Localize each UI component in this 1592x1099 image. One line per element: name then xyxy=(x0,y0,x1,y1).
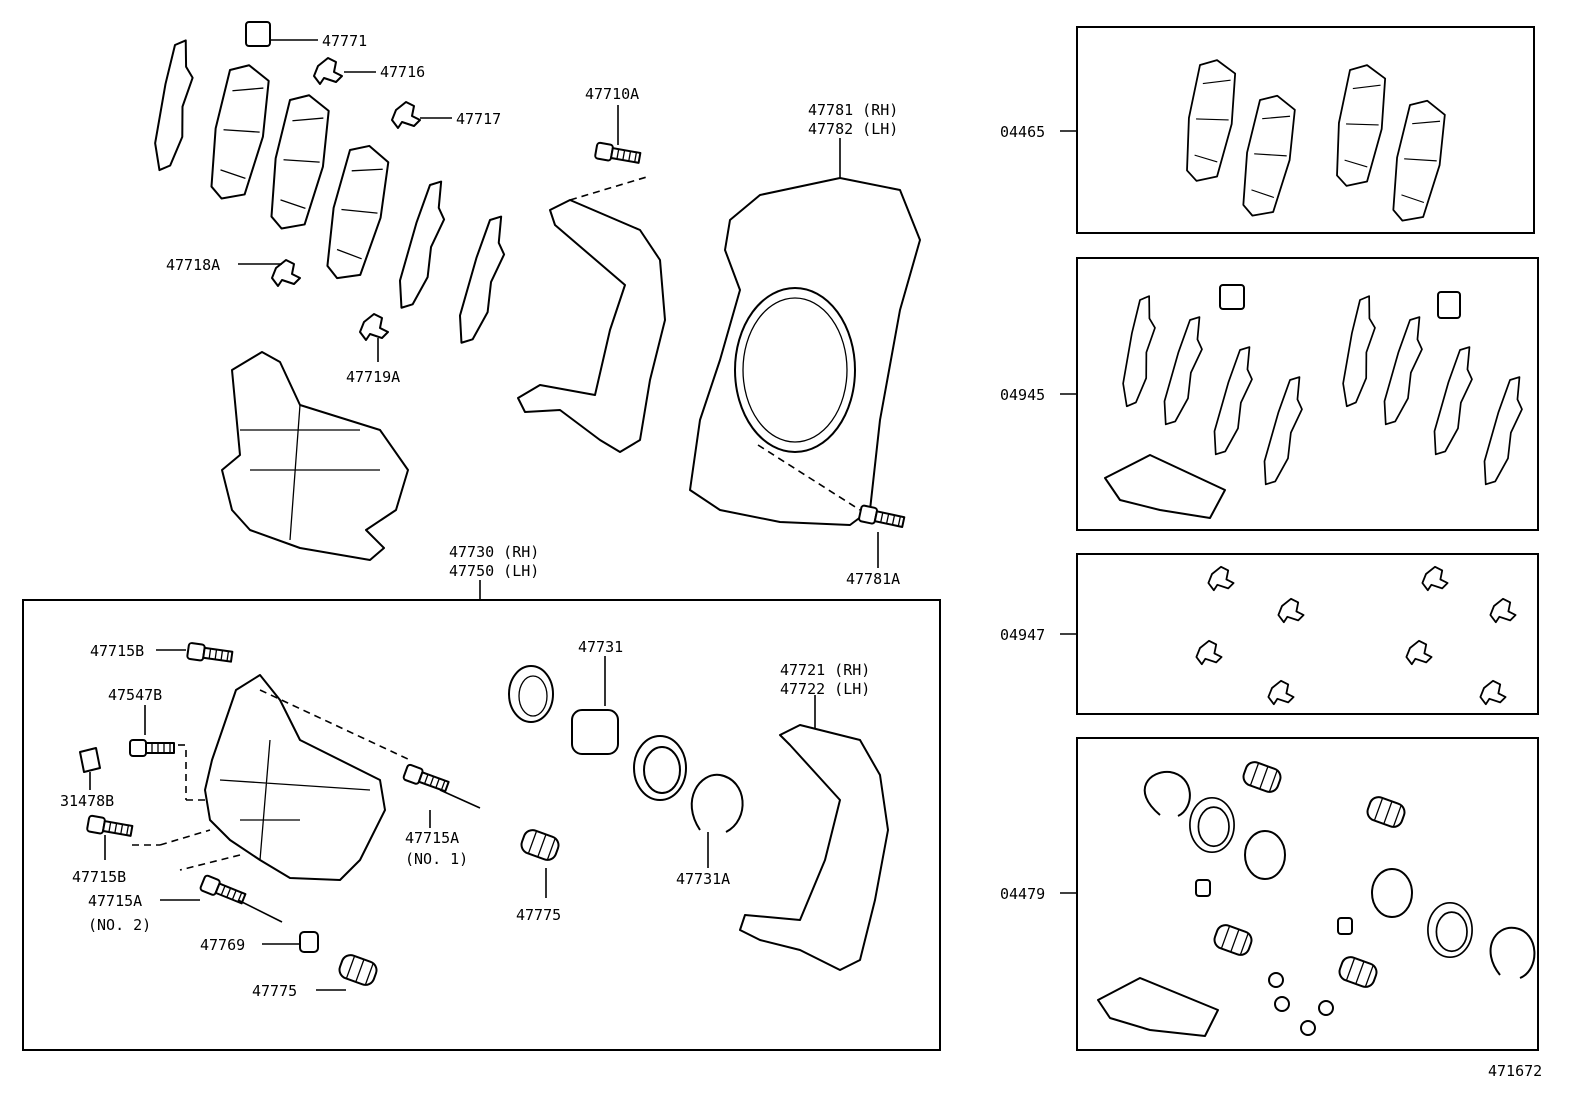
disc-dust-cover: 47781 (RH) 47782 (LH) xyxy=(689,101,921,526)
svg-text:47715B: 47715B xyxy=(90,642,144,660)
slide-pin-47715A-no2: 47715A (NO. 2) xyxy=(88,873,283,934)
svg-text:47722 (LH): 47722 (LH) xyxy=(780,680,870,698)
svg-text:47781A: 47781A xyxy=(846,570,900,588)
mounting-bracket-upper xyxy=(517,175,666,453)
kit-04945: 04945 xyxy=(1000,257,1539,531)
svg-text:47781 (RH): 47781 (RH) xyxy=(808,101,898,119)
svg-text:47731: 47731 xyxy=(578,638,623,656)
svg-text:47775: 47775 xyxy=(516,906,561,924)
bushing-47769: 47769 xyxy=(200,931,319,954)
mounting-bracket-47721: 47721 (RH) 47722 (LH) xyxy=(739,661,889,971)
grease-packet-icon xyxy=(1097,977,1219,1037)
svg-text:31478B: 31478B xyxy=(60,792,114,810)
svg-text:47547B: 47547B xyxy=(108,686,162,704)
bolt-47547B: 47547B xyxy=(108,686,210,801)
svg-text:47710A: 47710A xyxy=(585,85,639,103)
svg-text:04465: 04465 xyxy=(1000,123,1045,141)
clip-47717: 47717 xyxy=(391,101,501,129)
cap-31478B: 31478B xyxy=(60,747,114,810)
bolt-47781A: 47781A xyxy=(757,444,906,588)
svg-text:47715A: 47715A xyxy=(405,829,459,847)
svg-text:47715B: 47715B xyxy=(72,868,126,886)
svg-text:47731A: 47731A xyxy=(676,870,730,888)
kit-04479: 04479 xyxy=(1000,737,1539,1051)
svg-text:47730 (RH): 47730 (RH) xyxy=(449,543,539,561)
svg-text:47716: 47716 xyxy=(380,63,425,81)
caliper-cylinder xyxy=(179,674,411,881)
svg-text:(NO. 1): (NO. 1) xyxy=(405,850,468,868)
clip-47718A: 47718A xyxy=(166,256,301,287)
svg-text:04479: 04479 xyxy=(1000,885,1045,903)
piston-ring xyxy=(633,735,687,801)
boot-47775-left: 47775 xyxy=(252,951,381,1000)
bolt-47715B-top: 47715B xyxy=(90,641,234,666)
kit-04465: 04465 xyxy=(1000,26,1535,234)
grease-packet-icon xyxy=(1104,454,1226,519)
boot-47775: 47775 xyxy=(516,826,563,924)
svg-text:47717: 47717 xyxy=(456,110,501,128)
caliper-cylinder-upper xyxy=(221,351,409,561)
piston-seal-47731: 47731 xyxy=(508,638,623,755)
svg-text:47782 (LH): 47782 (LH) xyxy=(808,120,898,138)
svg-text:04947: 04947 xyxy=(1000,626,1045,644)
svg-text:47775: 47775 xyxy=(252,982,297,1000)
ring-47731A: 47731A xyxy=(676,773,744,888)
svg-text:04945: 04945 xyxy=(1000,386,1045,404)
clip-47719A: 47719A xyxy=(346,313,400,386)
clip-47771: 47771 xyxy=(245,21,367,50)
svg-text:47715A: 47715A xyxy=(88,892,142,910)
svg-text:(NO. 2): (NO. 2) xyxy=(88,916,151,934)
slide-pin-47715A-no1: 47715A (NO. 1) xyxy=(401,763,481,868)
svg-text:47719A: 47719A xyxy=(346,368,400,386)
pad-shim-group xyxy=(150,37,514,349)
bolt-47715B: 47715B xyxy=(72,814,211,886)
clip-47716: 47716 xyxy=(313,57,425,85)
svg-text:47718A: 47718A xyxy=(166,256,220,274)
kit-04947: 04947 xyxy=(1000,553,1539,715)
bolt-47710A: 47710A xyxy=(585,85,642,167)
svg-text:47769: 47769 xyxy=(200,936,245,954)
caliper-assembly-box: 47730 (RH) 47750 (LH) xyxy=(22,543,941,1051)
svg-text:47771: 47771 xyxy=(322,32,367,50)
svg-text:47750 (LH): 47750 (LH) xyxy=(449,562,539,580)
svg-text:47721 (RH): 47721 (RH) xyxy=(780,661,870,679)
diagram-number: 471672 xyxy=(1488,1062,1542,1080)
